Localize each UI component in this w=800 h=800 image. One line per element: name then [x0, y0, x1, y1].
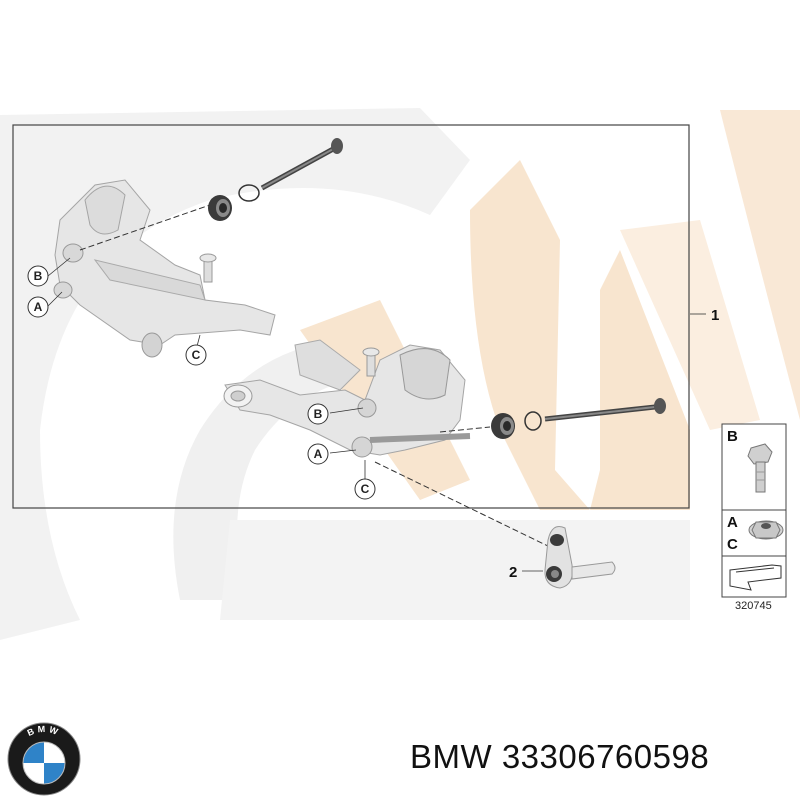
lower-washer — [524, 411, 542, 431]
upper-subframe-assembly — [53, 179, 276, 358]
callout-c-upper: C — [185, 344, 207, 366]
callout-b-lower: B — [307, 403, 329, 425]
part-2-linkage — [544, 526, 616, 589]
part-caption: BMW 33306760598 — [410, 738, 710, 775]
svg-text:A: A — [314, 447, 323, 461]
svg-text:C: C — [361, 482, 370, 496]
bmw-logo-icon: BMW — [7, 722, 81, 796]
lower-bushing — [491, 413, 515, 439]
svg-text:B: B — [314, 407, 323, 421]
kit-frame — [12, 124, 690, 509]
svg-text:BMW: BMW — [26, 724, 62, 738]
legend-bolt-icon — [747, 443, 773, 493]
upper-washer — [238, 184, 260, 202]
reference-number: 320745 — [735, 600, 772, 612]
svg-text:A: A — [34, 300, 43, 314]
legend-box: B A C — [721, 423, 787, 598]
arrow-icon — [729, 564, 782, 591]
callout-b-upper: B — [27, 265, 49, 287]
part-number-2: 2 — [509, 564, 517, 581]
lower-bolt — [544, 398, 666, 422]
lower-subframe-assembly — [223, 339, 471, 458]
legend-letter-a: A — [727, 514, 738, 531]
svg-text:C: C — [192, 348, 201, 362]
legend-letter-b: B — [727, 428, 738, 445]
callout-a-lower: A — [307, 443, 329, 465]
callout-a-upper: A — [27, 296, 49, 318]
legend-nut-icon — [748, 520, 784, 540]
part-number-1: 1 — [711, 307, 719, 324]
callout-c-lower: C — [354, 478, 376, 500]
svg-text:B: B — [34, 269, 43, 283]
upper-bushing — [208, 195, 232, 221]
legend-letter-c: C — [727, 536, 738, 553]
upper-bolt — [260, 138, 343, 191]
